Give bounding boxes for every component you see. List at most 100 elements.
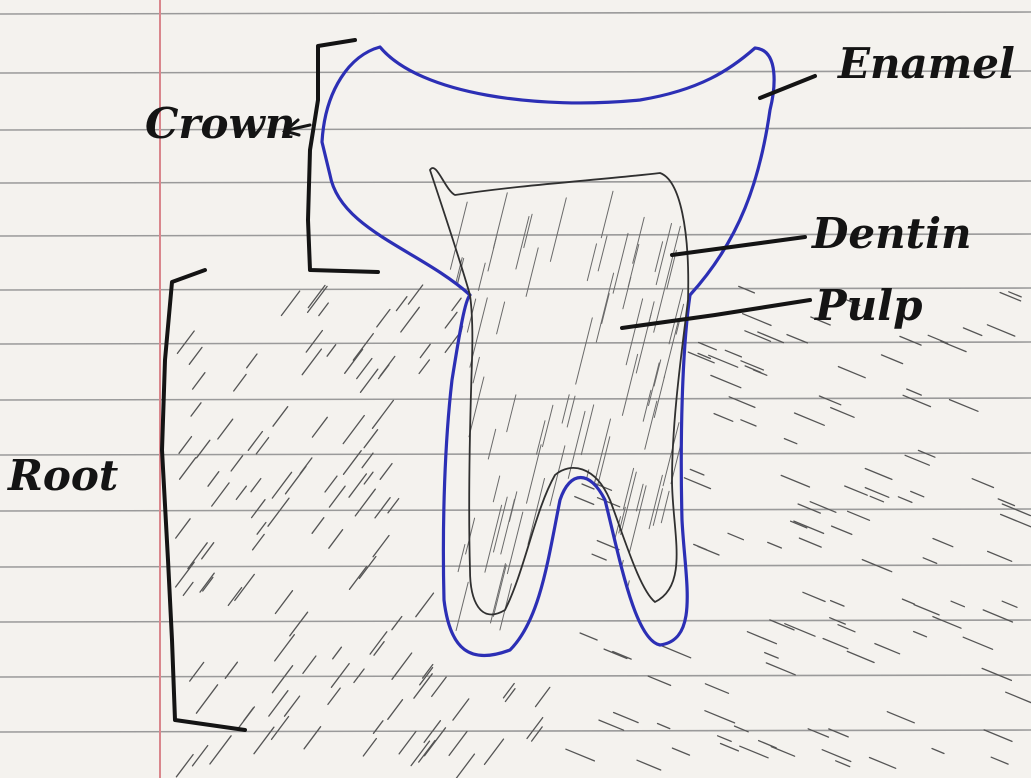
crown-label: Crown	[145, 99, 295, 148]
hatch-stroke	[177, 331, 194, 353]
hatch-stroke	[951, 601, 964, 607]
hatch-stroke	[582, 484, 594, 489]
hatch-stroke	[300, 458, 312, 474]
root-label: Root	[7, 451, 118, 500]
hatch-stroke	[359, 557, 376, 579]
hatch-stroke	[575, 497, 594, 505]
hatch-stroke	[374, 642, 384, 656]
hatch-stroke	[353, 334, 373, 361]
dentin-shade-stroke	[574, 528, 583, 564]
hatch-stroke	[432, 677, 447, 696]
hatch-stroke	[721, 744, 739, 751]
hatch-stroke	[210, 736, 231, 764]
hatch-stroke	[373, 536, 389, 557]
hatch-stroke	[648, 676, 670, 685]
hatch-stroke	[235, 574, 255, 600]
hatch-stroke	[714, 414, 733, 422]
hatch-stroke	[759, 741, 777, 748]
hatch-stroke	[566, 749, 595, 761]
hatch-stroke	[1001, 514, 1031, 526]
hatch-stroke	[658, 724, 670, 729]
dentin-shade-stroke	[654, 360, 661, 386]
dentin-shade-stroke	[582, 575, 589, 605]
hatch-stroke	[766, 663, 795, 675]
dentin-shade-stroke	[630, 486, 647, 552]
hatch-stroke	[273, 407, 288, 427]
hatch-stroke	[933, 617, 961, 629]
hatch-stroke	[272, 472, 291, 498]
hatch-stroke	[684, 478, 710, 489]
hatch-stroke	[699, 343, 717, 350]
hatch-stroke	[452, 298, 461, 310]
hatch-stroke	[190, 662, 204, 681]
hatch-stroke	[453, 699, 469, 720]
hatch-stroke	[302, 349, 321, 375]
hatch-stroke	[236, 486, 246, 499]
hatch-stroke	[180, 458, 196, 480]
hatch-stroke	[822, 750, 851, 762]
hatch-stroke	[923, 558, 937, 564]
hatch-stroke	[275, 591, 292, 614]
hatch-stroke	[202, 543, 214, 559]
dentin-shade-stroke	[621, 472, 637, 534]
hatch-stroke	[449, 732, 467, 756]
dentin-shade-stroke	[585, 587, 596, 631]
hatch-stroke	[740, 746, 768, 758]
hatch-stroke	[377, 310, 390, 327]
hatch-stroke	[193, 746, 208, 766]
hatch-stroke	[768, 542, 782, 548]
hatch-stroke	[312, 518, 324, 534]
dentin-shade-stroke	[601, 191, 613, 238]
hatch-stroke	[179, 437, 192, 454]
hatch-stroke	[253, 534, 265, 549]
dentin-label: Dentin	[811, 209, 972, 258]
hatch-stroke	[257, 523, 266, 535]
hatch-stroke	[425, 728, 446, 756]
hatch-stroke	[932, 749, 944, 754]
hatch-stroke	[838, 367, 865, 378]
dentin-shade-stroke	[578, 516, 594, 582]
hatch-stroke	[247, 354, 257, 368]
hatch-stroke	[375, 498, 390, 518]
hatch-stroke	[361, 369, 378, 392]
hatch-stroke	[504, 684, 515, 698]
hatch-stroke	[364, 472, 373, 484]
hatch-stroke	[373, 400, 394, 428]
hatch-stroke	[900, 336, 921, 345]
hatch-stroke	[536, 687, 550, 706]
dentin-shade-stroke	[458, 545, 465, 572]
hatch-stroke	[832, 526, 852, 534]
hatch-stroke	[228, 588, 241, 606]
hatch-stroke	[613, 652, 632, 660]
dentin-shade-stroke	[628, 244, 639, 286]
hatch-stroke	[212, 483, 229, 506]
hatch-stroke	[325, 476, 337, 492]
dentin-shade-stroke	[497, 302, 505, 334]
hatch-stroke	[771, 747, 794, 757]
hatch-stroke	[698, 353, 710, 358]
dentin-shade-stroke	[626, 299, 642, 365]
hatch-stroke	[343, 416, 364, 444]
hatch-stroke	[485, 739, 504, 764]
hatch-stroke	[747, 632, 776, 644]
hatch-stroke	[823, 639, 848, 649]
hatch-stroke	[183, 582, 193, 595]
hatch-stroke	[847, 651, 874, 662]
dentin-shade-stroke	[636, 484, 643, 511]
dentin-shade-stroke	[622, 354, 637, 415]
hatch-stroke	[349, 474, 366, 497]
dentin-shade-stroke	[594, 419, 611, 486]
hatch-stroke	[392, 617, 402, 630]
hatch-stroke	[991, 757, 1008, 764]
hatch-stroke	[972, 479, 993, 488]
hatch-stroke	[445, 312, 457, 328]
hatch-stroke	[331, 664, 349, 688]
dentin-shade-stroke	[567, 396, 575, 427]
hatch-stroke	[312, 417, 327, 437]
hatch-stroke	[803, 592, 825, 601]
dentin-shade-stroke	[587, 244, 596, 281]
dentin-shade-stroke	[613, 233, 628, 293]
hatch-stroke	[784, 439, 796, 444]
dentin-shade-stroke	[493, 476, 499, 502]
hatch-stroke	[963, 637, 992, 649]
